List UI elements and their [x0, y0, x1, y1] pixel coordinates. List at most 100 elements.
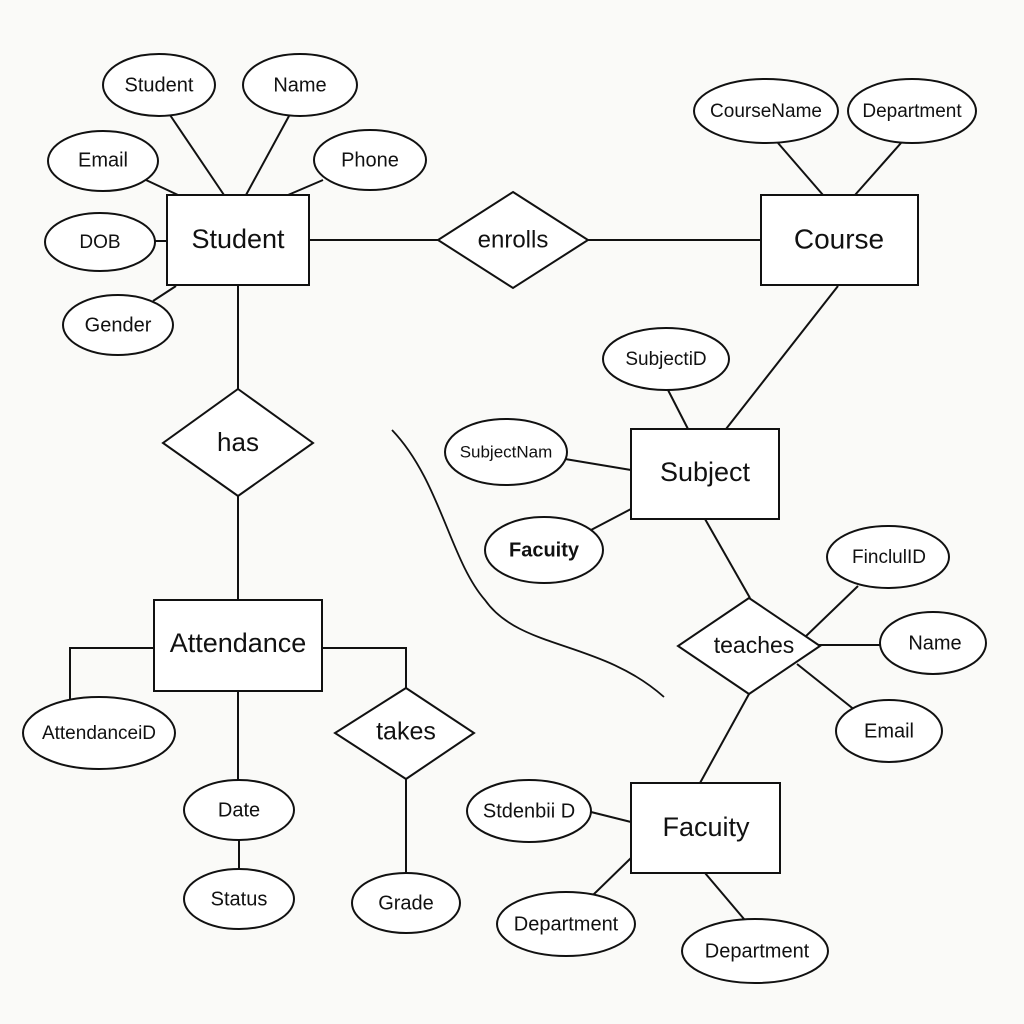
attribute-label: Email: [78, 149, 128, 171]
attribute-attendance-status[interactable]: Status: [183, 868, 295, 930]
attribute-teaches-id[interactable]: FinclulID: [826, 525, 950, 589]
attribute-label: Department: [705, 940, 810, 962]
entity-course[interactable]: Course: [760, 194, 919, 286]
attribute-teaches-email[interactable]: Email: [835, 699, 943, 763]
connector-line: [145, 179, 179, 196]
attribute-faculty-student-id[interactable]: Stdenbii D: [466, 779, 592, 843]
connector-line: [803, 585, 859, 639]
connector-line: [667, 389, 689, 430]
attribute-course-department[interactable]: Department: [847, 78, 977, 144]
attribute-subject-name[interactable]: SubjectNam: [444, 418, 568, 486]
entity-student[interactable]: Student: [166, 194, 310, 286]
attribute-oval: [183, 868, 295, 930]
connector-line: [777, 142, 824, 196]
relationship-diamond: [676, 596, 822, 696]
entity-label: Student: [191, 224, 285, 254]
relationship-label: has: [217, 427, 259, 457]
attribute-oval: [602, 327, 730, 391]
attribute-label: Email: [864, 720, 914, 742]
entities: Student Course Subject Attendance Facuit…: [153, 194, 919, 874]
connector-line: [245, 115, 290, 196]
attribute-oval: [351, 872, 461, 934]
connector-line: [704, 518, 751, 599]
attribute-oval: [102, 53, 216, 117]
attribute-faculty-department-2[interactable]: Department: [681, 918, 829, 984]
attribute-label: Student: [125, 74, 194, 96]
attribute-oval: [879, 611, 987, 675]
attribute-oval: [693, 78, 839, 144]
attribute-label: SubjectNam: [460, 442, 553, 461]
relationship-takes[interactable]: takes: [333, 686, 476, 781]
attribute-oval: [484, 516, 604, 584]
relationship-label: teaches: [714, 632, 795, 658]
entity-label: Attendance: [170, 628, 307, 658]
attribute-oval: [835, 699, 943, 763]
freehand-curve: [391, 429, 665, 698]
relationship-teaches[interactable]: teaches: [676, 596, 822, 696]
attribute-label: Department: [514, 913, 619, 935]
attribute-student-dob[interactable]: DOB: [44, 212, 156, 272]
connector-line: [69, 647, 154, 700]
attribute-student-email[interactable]: Email: [47, 130, 159, 192]
connectors: [69, 114, 902, 920]
attribute-label: Status: [211, 888, 268, 910]
attribute-label: Grade: [378, 892, 434, 914]
attribute-subject-faculty[interactable]: Facuity: [484, 516, 604, 584]
attribute-oval: [242, 53, 358, 117]
attribute-label: Department: [862, 101, 962, 122]
attribute-teaches-name[interactable]: Name: [879, 611, 987, 675]
attribute-oval: [44, 212, 156, 272]
connector-line: [322, 647, 407, 688]
attribute-label: Name: [273, 74, 326, 96]
attribute-oval: [22, 696, 176, 770]
attribute-label: AttendanceiD: [42, 723, 156, 744]
connector-line: [796, 663, 857, 712]
attribute-student-student[interactable]: Student: [102, 53, 216, 117]
attribute-student-phone[interactable]: Phone: [313, 129, 427, 191]
relationship-label: takes: [376, 718, 436, 746]
entity-attendance[interactable]: Attendance: [153, 599, 323, 692]
attribute-oval: [444, 418, 568, 486]
relationship-enrolls[interactable]: enrolls: [436, 190, 590, 290]
connector-line: [564, 458, 632, 471]
attribute-takes-grade[interactable]: Grade: [351, 872, 461, 934]
connector-line: [169, 114, 225, 196]
attribute-course-name[interactable]: CourseName: [693, 78, 839, 144]
attribute-label: Phone: [341, 149, 399, 171]
entity-faculty[interactable]: Facuity: [630, 782, 781, 874]
relationship-has[interactable]: has: [161, 387, 315, 498]
attribute-student-name[interactable]: Name: [242, 53, 358, 117]
attribute-label: FinclulID: [852, 547, 926, 568]
attribute-oval: [496, 891, 636, 957]
connector-line: [287, 179, 324, 196]
connector-line: [704, 872, 745, 920]
connector-line: [590, 508, 632, 531]
attribute-label: Name: [908, 632, 961, 654]
attribute-label: Facuity: [509, 539, 580, 561]
attribute-oval: [313, 129, 427, 191]
attribute-oval: [826, 525, 950, 589]
attribute-faculty-department-1[interactable]: Department: [496, 891, 636, 957]
attribute-label: Date: [218, 799, 260, 821]
entity-box: [630, 782, 781, 874]
relationship-label: enrolls: [478, 226, 549, 253]
entity-label: Course: [794, 223, 884, 254]
attribute-label: Stdenbii D: [483, 800, 575, 822]
entity-box: [166, 194, 310, 286]
attribute-oval: [847, 78, 977, 144]
entity-subject[interactable]: Subject: [630, 428, 780, 520]
connector-line: [725, 285, 839, 430]
attribute-subject-id[interactable]: SubjectiD: [602, 327, 730, 391]
attribute-oval: [466, 779, 592, 843]
entity-label: Facuity: [662, 812, 750, 842]
attribute-attendance-id[interactable]: AttendanceiD: [22, 696, 176, 770]
entity-box: [630, 428, 780, 520]
attribute-student-gender[interactable]: Gender: [62, 294, 174, 356]
connector-line: [592, 857, 632, 896]
entity-box: [153, 599, 323, 692]
connector-line: [854, 142, 902, 196]
connector-line: [152, 285, 177, 302]
attribute-label: CourseName: [710, 101, 822, 122]
attribute-attendance-date[interactable]: Date: [183, 779, 295, 841]
